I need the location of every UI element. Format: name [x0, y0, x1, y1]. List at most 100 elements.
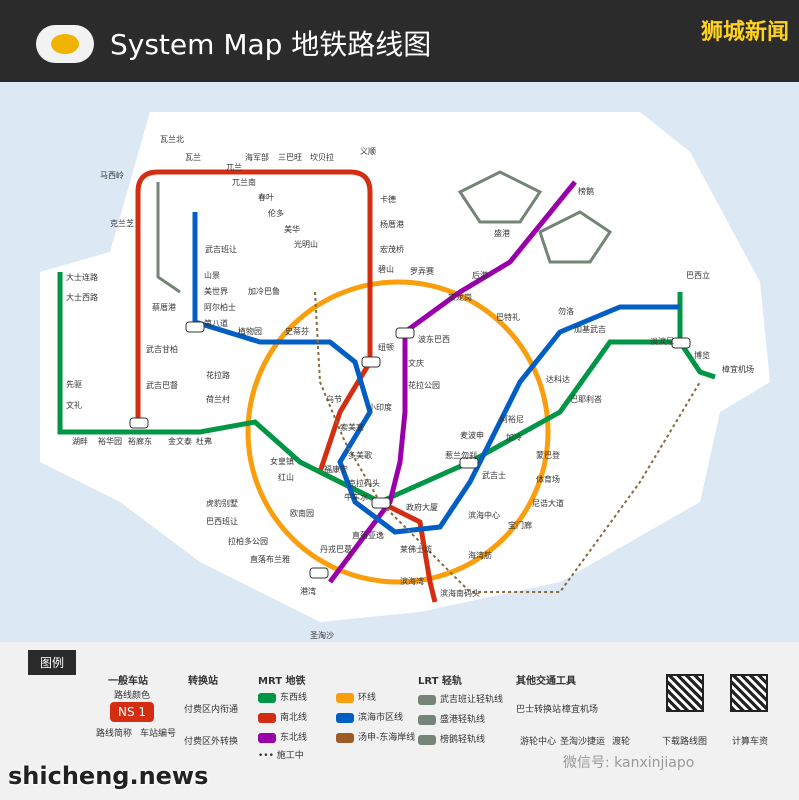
station-label[interactable]: 女皇镇	[270, 456, 294, 466]
station-label[interactable]: 索美塞	[340, 422, 364, 432]
station-label[interactable]: 金文泰	[168, 436, 192, 446]
station-label[interactable]: 宏茂桥	[380, 244, 404, 254]
qr-code-icon[interactable]	[730, 674, 768, 712]
station-label[interactable]: 第八道	[204, 318, 228, 328]
station-label[interactable]: 蔡厝港	[152, 302, 176, 312]
station-label[interactable]: 先驱	[66, 379, 82, 389]
station-label[interactable]: 淡滨尼	[650, 336, 674, 346]
system-map[interactable]: 瓦兰北 瓦兰 海军部 三巴旺 坎贝拉 义顺 马西岭 兀兰南 春叶 伦多 美华 光…	[0, 82, 799, 642]
station-label[interactable]: 兀兰南	[232, 177, 256, 187]
station-label[interactable]: 直落亚逸	[352, 530, 384, 540]
station-label[interactable]: 克兰芝	[110, 218, 134, 228]
station-label[interactable]: 罗弄赛	[410, 266, 434, 276]
station-label[interactable]: 多美歌	[348, 450, 372, 460]
station-label[interactable]: 文庆	[408, 358, 424, 368]
station-label[interactable]: 美世界	[204, 286, 228, 296]
station-label[interactable]: 兀兰	[226, 162, 242, 172]
station-label[interactable]: 巴西立	[686, 270, 710, 280]
interchange-marker[interactable]	[459, 457, 479, 469]
station-label[interactable]: 红山	[278, 472, 294, 482]
interchange-marker[interactable]	[129, 417, 149, 429]
station-label[interactable]: 实龙岗	[448, 292, 472, 302]
station-label[interactable]: 福康宁	[324, 464, 348, 474]
station-label[interactable]: 荷兰村	[206, 394, 230, 404]
station-label[interactable]: 丹戎巴葛	[320, 544, 352, 554]
station-label[interactable]: 坎贝拉	[310, 152, 334, 162]
station-label[interactable]: 盛港	[494, 228, 510, 238]
station-label[interactable]: 莱佛士坊	[400, 544, 432, 554]
station-label[interactable]: 加冷	[506, 432, 522, 442]
interchange-marker[interactable]	[671, 337, 691, 349]
station-label[interactable]: 港湾	[300, 586, 316, 596]
station-label[interactable]: 小印度	[368, 402, 392, 412]
station-label[interactable]: 海军部	[245, 152, 269, 162]
station-label[interactable]: 美华	[284, 224, 300, 234]
station-label[interactable]: 三巴旺	[278, 153, 302, 162]
station-label[interactable]: 杜弗	[196, 436, 212, 446]
station-label[interactable]: 政府大厦	[406, 502, 438, 512]
station-label[interactable]: 樟宜机场	[722, 364, 754, 374]
station-label[interactable]: 武吉士	[482, 470, 506, 480]
station-label[interactable]: 直落布兰雅	[250, 554, 290, 564]
station-label[interactable]: 瓦兰北	[160, 134, 184, 144]
station-label[interactable]: 春叶	[258, 192, 274, 202]
station-label[interactable]: 博览	[694, 350, 710, 360]
station-label[interactable]: 加基武吉	[574, 324, 606, 334]
station-label[interactable]: 阿尔柏士	[204, 302, 236, 312]
station-label[interactable]: 阿裕尼	[500, 414, 524, 424]
station-label[interactable]: 裕华园	[98, 436, 122, 446]
station-label[interactable]: 滨海中心	[468, 510, 500, 520]
station-label[interactable]: 大士连路	[66, 272, 98, 282]
station-label[interactable]: 大士西路	[66, 292, 98, 302]
station-label[interactable]: 蒙巴登	[536, 450, 560, 460]
station-label[interactable]: 裕廊东	[128, 436, 152, 446]
interchange-marker[interactable]	[395, 327, 415, 339]
station-label[interactable]: 体育场	[536, 474, 560, 484]
station-label[interactable]: 麦波申	[460, 430, 484, 440]
station-label[interactable]: 克拉码头	[348, 478, 380, 488]
station-label[interactable]: 瓦兰	[185, 152, 201, 162]
station-label[interactable]: 勿洛	[558, 306, 574, 316]
station-label[interactable]: 马西岭	[100, 170, 124, 180]
station-label[interactable]: 武吉巴督	[146, 380, 178, 390]
station-label[interactable]: 山景	[204, 270, 220, 280]
station-label[interactable]: 卡德	[380, 194, 396, 204]
station-label[interactable]: 湖畔	[72, 436, 88, 446]
interchange-marker[interactable]	[361, 356, 381, 368]
station-label[interactable]: 光明山	[294, 239, 318, 249]
station-label[interactable]: 后港	[472, 270, 488, 280]
station-label[interactable]: 波东巴西	[418, 334, 450, 344]
station-label[interactable]: 虎豹别墅	[206, 498, 238, 508]
station-label[interactable]: 巴西班让	[206, 516, 238, 526]
station-label[interactable]: 滨海南码头	[440, 588, 480, 598]
station-label[interactable]: 惹兰勿刹	[445, 450, 477, 460]
qr-code-icon[interactable]	[666, 674, 704, 712]
interchange-marker[interactable]	[185, 321, 205, 333]
station-label[interactable]: 榜鹅	[578, 186, 594, 196]
interchange-marker[interactable]	[309, 567, 329, 579]
interchange-marker[interactable]	[371, 497, 391, 509]
station-label[interactable]: 巴耶利峇	[570, 394, 602, 404]
station-label[interactable]: 文礼	[66, 400, 82, 410]
station-label[interactable]: 拉柏多公园	[228, 536, 268, 546]
station-label[interactable]: 碧山	[378, 264, 394, 274]
station-label[interactable]: 牛车水	[344, 492, 368, 502]
station-label[interactable]: 滨海湾	[400, 576, 424, 586]
station-label[interactable]: 欧南园	[290, 508, 314, 518]
station-label[interactable]: 圣淘沙	[310, 630, 334, 640]
station-label[interactable]: 植物园	[238, 326, 262, 336]
station-label[interactable]: 义顺	[360, 147, 376, 156]
station-label[interactable]: 尼诰大道	[532, 498, 564, 508]
station-label[interactable]: 武吉班让	[205, 244, 237, 254]
station-label[interactable]: 加冷巴鲁	[248, 286, 280, 296]
station-label[interactable]: 巴特礼	[496, 312, 520, 322]
station-label[interactable]: 宝门廊	[508, 520, 532, 530]
station-label[interactable]: 花拉公园	[408, 380, 440, 390]
station-label[interactable]: 伦多	[268, 208, 284, 218]
station-label[interactable]: 武吉甘柏	[146, 344, 178, 354]
station-label[interactable]: 杨厝港	[380, 219, 404, 229]
station-label[interactable]: 达科达	[546, 374, 570, 384]
station-label[interactable]: 乌节	[326, 394, 342, 404]
station-label[interactable]: 花拉路	[206, 370, 230, 380]
station-label[interactable]: 纽顿	[378, 342, 394, 352]
